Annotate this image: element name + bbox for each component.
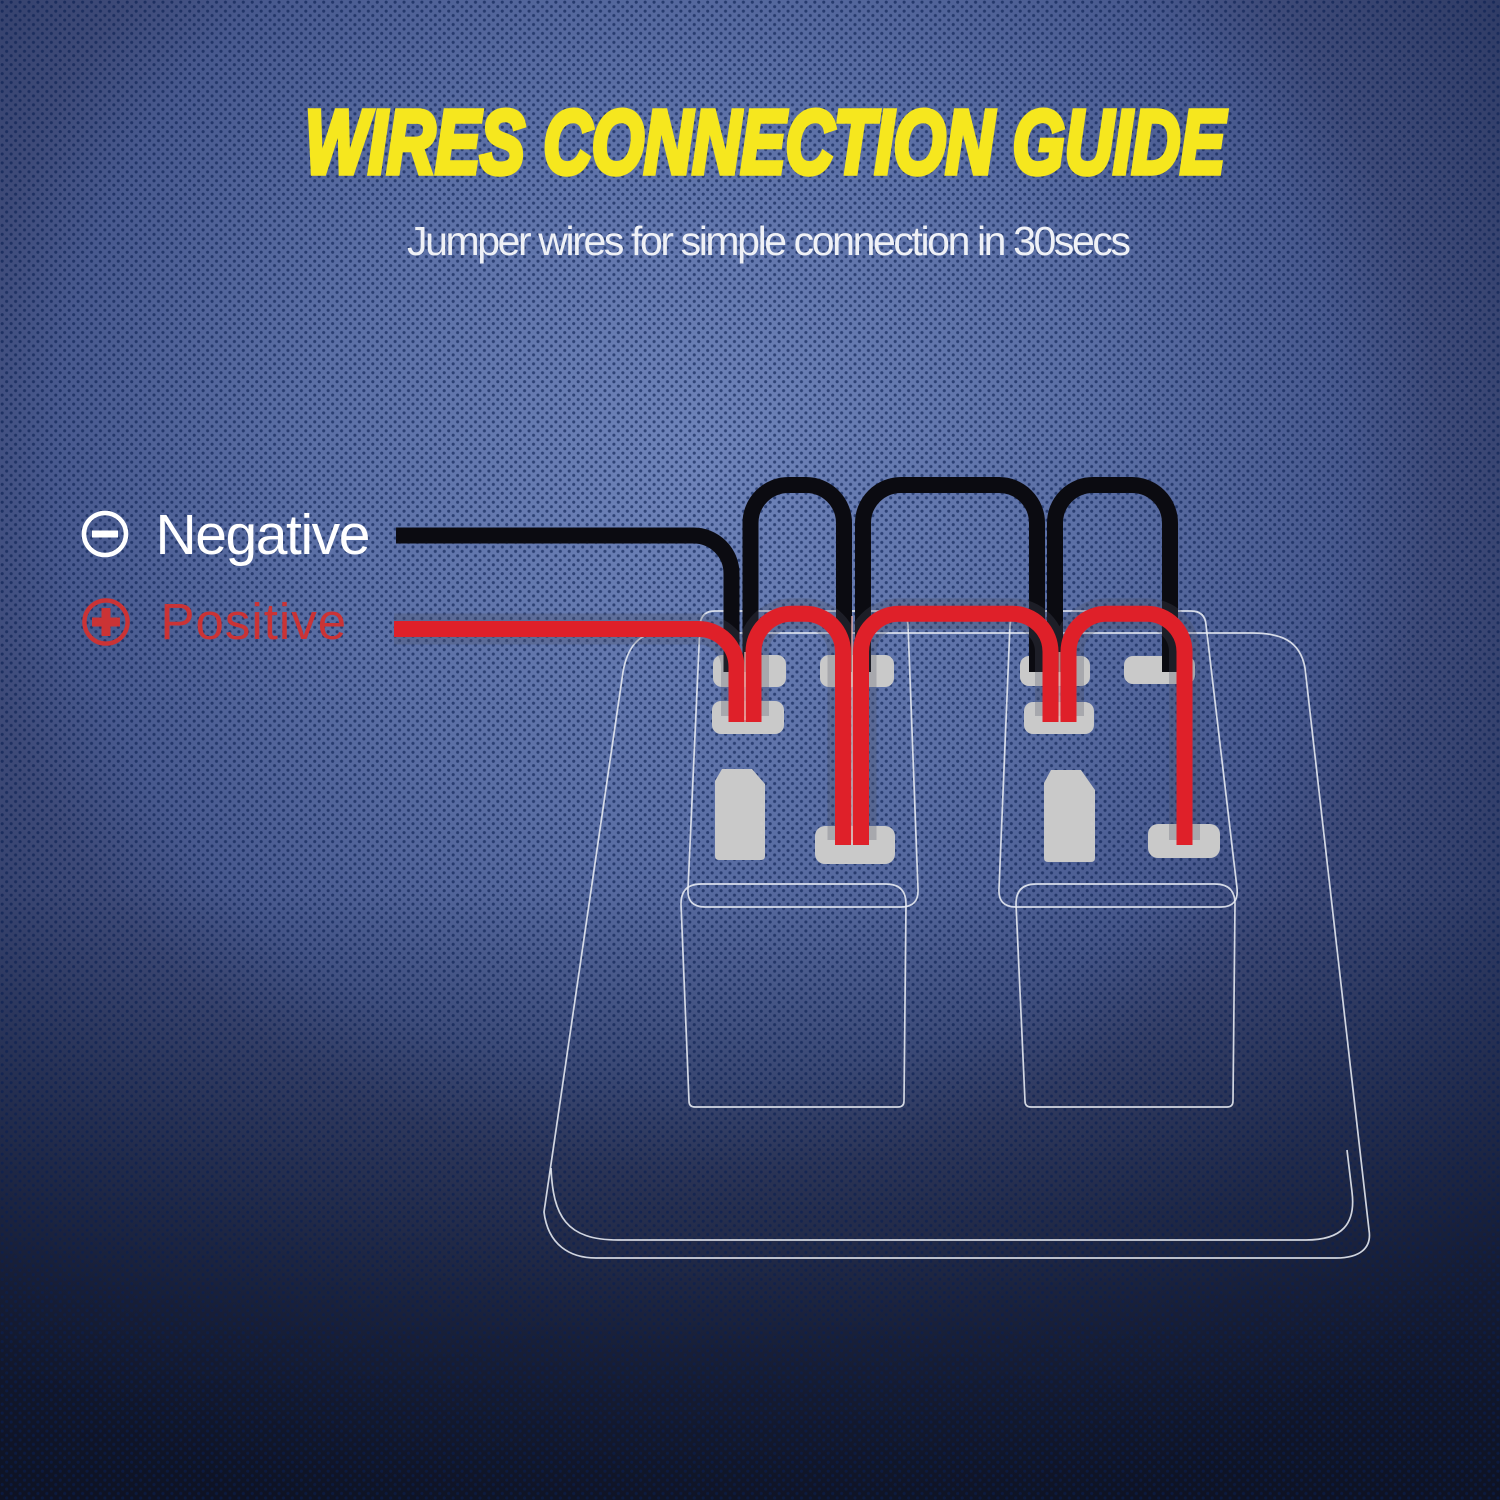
svg-text:Jumper wires for simple connec: Jumper wires for simple connection in 30… xyxy=(407,218,1130,264)
svg-text:Positive: Positive xyxy=(161,593,348,650)
svg-text:WIRES CONNECTION GUIDE: WIRES CONNECTION GUIDE xyxy=(305,93,1227,193)
svg-text:Negative: Negative xyxy=(156,503,370,567)
